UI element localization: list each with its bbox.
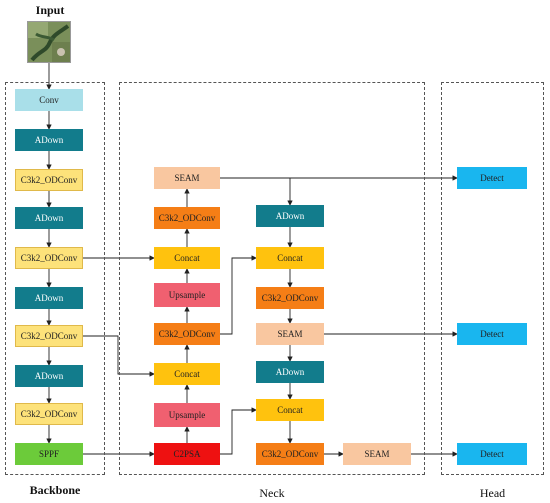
c3k2-odconv-block: C3k2_ODConv (15, 247, 83, 269)
concat-block: Concat (154, 247, 220, 269)
c3k2-odconv-block: C3k2_ODConv (154, 207, 220, 229)
head-label: Head (479, 486, 506, 500)
backbone-panel (5, 82, 105, 475)
backbone-label: Backbone (29, 483, 81, 497)
adown-block: ADown (15, 287, 83, 309)
upsample-block: Upsample (154, 283, 220, 307)
head-panel (441, 82, 544, 475)
c2psa-block: C2PSA (154, 443, 220, 465)
detect-block: Detect (457, 443, 527, 465)
adown-block: ADown (256, 361, 324, 383)
concat-block: Concat (256, 399, 324, 421)
neck-panel (119, 82, 425, 475)
c3k2-odconv-block: C3k2_ODConv (256, 443, 324, 465)
seam-block: SEAM (256, 323, 324, 345)
input-image (27, 21, 71, 63)
upsample-block: Upsample (154, 403, 220, 427)
seam-block: SEAM (154, 167, 220, 189)
c3k2-odconv-block: C3k2_ODConv (256, 287, 324, 309)
seam-block: SEAM (343, 443, 411, 465)
concat-block: Concat (154, 363, 220, 385)
adown-block: ADown (256, 205, 324, 227)
adown-block: ADown (15, 365, 83, 387)
concat-block: Concat (256, 247, 324, 269)
conv-block: Conv (15, 89, 83, 111)
adown-block: ADown (15, 129, 83, 151)
detect-block: Detect (457, 167, 527, 189)
adown-block: ADown (15, 207, 83, 229)
c3k2-odconv-block: C3k2_ODConv (154, 323, 220, 345)
sppf-block: SPPF (15, 443, 83, 465)
detect-block: Detect (457, 323, 527, 345)
neck-label: Neck (259, 486, 285, 500)
c3k2-odconv-block: C3k2_ODConv (15, 325, 83, 347)
c3k2-odconv-block: C3k2_ODConv (15, 403, 83, 425)
input-title: Input (35, 3, 65, 17)
c3k2-odconv-block: C3k2_ODConv (15, 169, 83, 191)
